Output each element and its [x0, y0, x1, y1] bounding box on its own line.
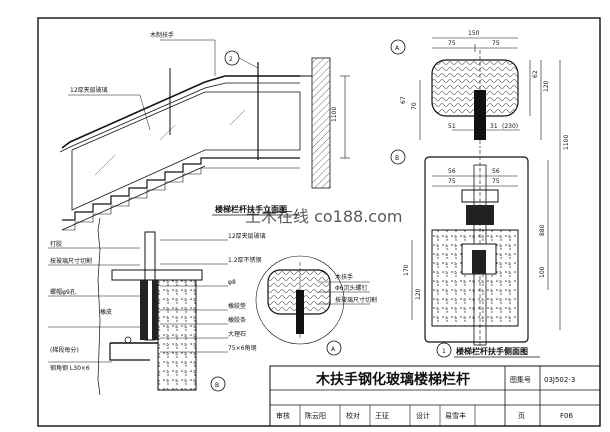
svg-text:陈云阳: 陈云阳	[305, 411, 326, 420]
svg-text:1: 1	[442, 348, 446, 355]
svg-text:审核: 审核	[276, 411, 290, 420]
detail-A: 木扶手 Φ6沉头螺钉 按玻璃尺寸切割 A	[255, 255, 377, 356]
svg-text:1.2厚不锈钢: 1.2厚不锈钢	[228, 256, 262, 264]
svg-text:120: 120	[543, 80, 550, 92]
svg-text:56: 56	[492, 168, 500, 175]
detail-B: 打胶 按玻璃尺寸切割 螺帽φ9孔 (梯段每分) 钢角钢 L30×6 橡皮 12厚…	[48, 217, 266, 396]
svg-text:1100: 1100	[563, 135, 570, 150]
elevation-glass	[71, 91, 301, 211]
svg-text:橡胶条: 橡胶条	[228, 316, 246, 324]
svg-text:75: 75	[448, 178, 456, 185]
svg-text:75: 75	[492, 178, 500, 185]
svg-text:王征: 王征	[375, 411, 389, 420]
elevation-stairs	[62, 157, 300, 221]
svg-text:100: 100	[539, 266, 546, 278]
svg-text:51: 51	[448, 123, 456, 130]
svg-text:62: 62	[532, 70, 539, 78]
svg-text:A: A	[395, 45, 400, 52]
svg-text:75: 75	[492, 40, 500, 47]
elevation-view: 1100 木制扶手 12厚夹层玻璃 2 楼梯栏杆扶手立面图	[59, 31, 350, 231]
elevation-handrail	[61, 75, 300, 149]
svg-text:按玻璃尺寸切割: 按玻璃尺寸切割	[50, 257, 92, 265]
svg-text:56: 56	[448, 168, 456, 175]
svg-text:70: 70	[411, 102, 418, 110]
svg-text:木扶手: 木扶手	[335, 273, 353, 281]
dim-1100-elevation: 1100	[331, 107, 338, 122]
svg-text:F06: F06	[560, 412, 573, 420]
detail-B-slab	[157, 279, 197, 391]
svg-text:170: 170	[403, 264, 410, 276]
svg-text:(梯段每分): (梯段每分)	[50, 346, 79, 354]
svg-text:A: A	[331, 346, 336, 353]
svg-text:螺帽φ9孔: 螺帽φ9孔	[50, 288, 76, 296]
label-glass-12: 12厚夹层玻璃	[70, 86, 108, 94]
svg-text:Φ6沉头螺钉: Φ6沉头螺钉	[335, 284, 368, 292]
svg-text:880: 880	[539, 224, 546, 236]
drawing-title: 木扶手钢化玻璃楼梯栏杆	[315, 371, 470, 388]
svg-text:大理石: 大理石	[228, 330, 246, 338]
elevation-title: 楼梯栏杆扶手立面图	[215, 204, 287, 214]
svg-text:按玻璃尺寸切割: 按玻璃尺寸切割	[335, 296, 377, 304]
svg-text:图集号: 图集号	[510, 375, 531, 384]
svg-text:150: 150	[468, 30, 480, 37]
svg-text:B: B	[395, 155, 399, 162]
section-title: 楼梯栏杆扶手侧面图	[456, 346, 528, 356]
callout-1	[436, 342, 452, 358]
svg-text:校对: 校对	[346, 411, 360, 420]
svg-text:φ8: φ8	[228, 279, 236, 286]
section-1: 56 56 75 75 880 1100 100 170 120 B 1 楼梯栏…	[390, 60, 570, 358]
callout-A	[326, 340, 342, 356]
svg-text:75×6角钢: 75×6角钢	[228, 344, 256, 352]
callout-B-ref	[390, 149, 406, 165]
svg-text:钢角钢 L30×6: 钢角钢 L30×6	[50, 364, 90, 372]
svg-text:75: 75	[448, 40, 456, 47]
svg-text:页: 页	[518, 412, 525, 420]
title-block: 木扶手钢化玻璃楼梯栏杆 图集号 03J502-3 审核 陈云阳 校对 王征 设计…	[269, 365, 601, 427]
svg-text:120: 120	[415, 288, 422, 300]
svg-text:易雪丰: 易雪丰	[445, 411, 466, 420]
callout-B	[210, 376, 226, 392]
watermark: 土木在线 co188.com	[245, 207, 402, 226]
svg-text:B: B	[215, 382, 219, 389]
svg-text:12厚夹层玻璃: 12厚夹层玻璃	[228, 232, 266, 240]
detail-A-top: 150 75 75 62 120 70 67 51 31 (230) A	[390, 30, 550, 148]
svg-text:03J502-3: 03J502-3	[544, 376, 575, 384]
svg-text:(230): (230)	[502, 123, 518, 130]
svg-text:31: 31	[490, 123, 498, 130]
label-wood-handrail: 木制扶手	[150, 31, 174, 39]
callout-A-top	[390, 39, 406, 55]
svg-text:2: 2	[229, 56, 233, 63]
svg-text:橡胶垫: 橡胶垫	[228, 302, 246, 310]
svg-text:打胶: 打胶	[50, 240, 62, 248]
svg-text:设计: 设计	[416, 411, 430, 420]
svg-text:67: 67	[400, 96, 407, 104]
svg-text:橡皮: 橡皮	[100, 308, 112, 316]
